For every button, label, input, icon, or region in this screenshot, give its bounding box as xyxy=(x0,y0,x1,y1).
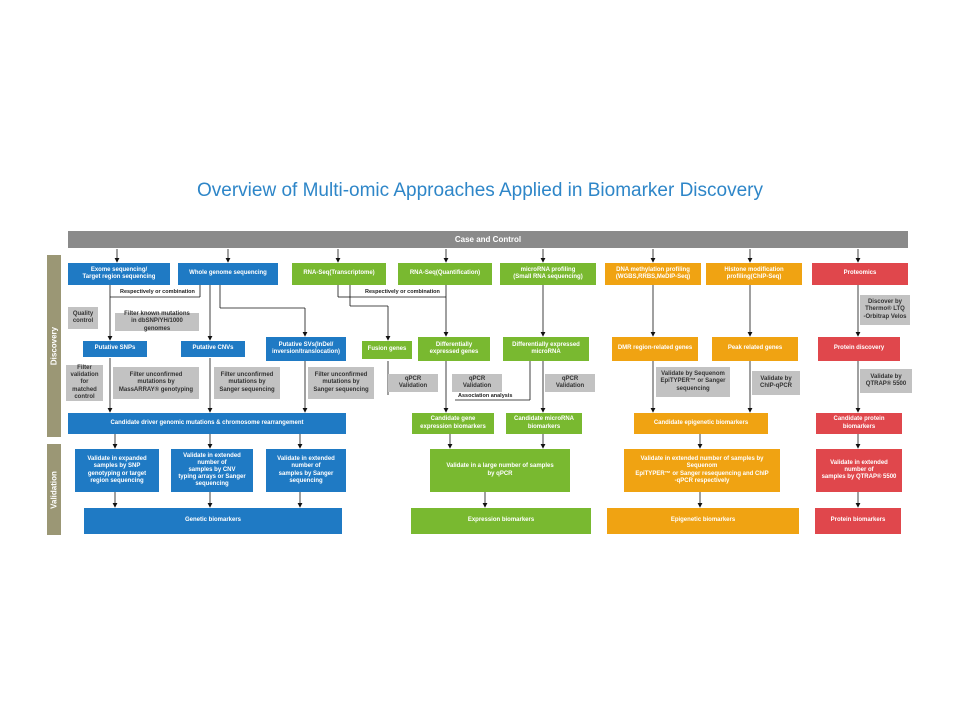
diff-expressed-mirna-box: Differentially expressed microRNA xyxy=(503,337,589,361)
putative-cnvs-box: Putative CNVs xyxy=(181,341,245,357)
qpcr-validation-box-3: qPCR Validation xyxy=(545,374,595,392)
rnaseq-quantification-box: RNA-Seq(Quantification) xyxy=(398,263,492,285)
qpcr-validation-box-2: qPCR Validation xyxy=(452,374,502,392)
candidate-gene-expression-box: Candidate gene expression biomarkers xyxy=(412,413,494,434)
note-respectively-1: Respectively or combination xyxy=(120,289,195,295)
dmr-genes-box: DMR region-related genes xyxy=(612,337,698,361)
note-association: Association analysis xyxy=(458,393,513,399)
validate-epigenetic-box: Validate in extended number of samples b… xyxy=(624,449,780,492)
diff-expressed-genes-box: Differentially expressed genes xyxy=(418,337,490,361)
candidate-microrna-box: Candidate microRNA biomarkers xyxy=(506,413,582,434)
putative-snps-box: Putative SNPs xyxy=(83,341,147,357)
quality-control-box: Quality control xyxy=(68,307,98,329)
validate-sanger-box: Validate in extended number of samples b… xyxy=(266,449,346,492)
validate-protein-box: Validate in extended number of samples b… xyxy=(816,449,902,492)
validate-snp-box: Validate in expanded samples by SNP geno… xyxy=(75,449,159,492)
histone-modification-box: Histone modification profiling(ChIP-Seq) xyxy=(706,263,802,285)
case-control-bar: Case and Control xyxy=(68,231,908,248)
expression-biomarkers-box: Expression biomarkers xyxy=(411,508,591,534)
candidate-driver-box: Candidate driver genomic mutations & chr… xyxy=(68,413,346,434)
proteomics-box: Proteomics xyxy=(812,263,908,285)
putative-svs-box: Putative SVs(InDel/ inversion/translocat… xyxy=(266,337,346,361)
filter-known-mutations-box: Filter known mutations in dbSNP/YH/1000 … xyxy=(115,311,199,332)
qpcr-validation-box-1: qPCR Validation xyxy=(388,374,438,392)
epigenetic-biomarkers-box: Epigenetic biomarkers xyxy=(607,508,799,534)
microrna-profiling-box: microRNA profiling (Small RNA sequencing… xyxy=(500,263,596,285)
candidate-epigenetic-box: Candidate epigenetic biomarkers xyxy=(634,413,768,434)
discover-thermo-box: Discover by Thermo® LTQ -Orbitrap Velos xyxy=(860,295,910,325)
peak-genes-box: Peak related genes xyxy=(712,337,798,361)
candidate-protein-box: Candidate protein biomarkers xyxy=(816,413,902,434)
protein-discovery-box: Protein discovery xyxy=(818,337,900,361)
validation-phase-label: Validation xyxy=(47,444,61,535)
validate-qtrap-box: Validate by QTRAP® 5500 xyxy=(860,369,912,393)
validate-cnv-box: Validate in extended number of samples b… xyxy=(171,449,253,492)
genetic-biomarkers-box: Genetic biomarkers xyxy=(84,508,342,534)
fusion-genes-box: Fusion genes xyxy=(362,341,412,359)
filter-massarray-box: Filter unconfirmed mutations by MassARRA… xyxy=(113,367,199,399)
validate-qpcr-box: Validate in a large number of samples by… xyxy=(430,449,570,492)
dna-methylation-box: DNA methylation profiling (WGBS,RRBS,MeD… xyxy=(605,263,701,285)
chip-qpcr-validation-box: Validate by ChIP-qPCR xyxy=(752,371,800,395)
rnaseq-transcriptome-box: RNA-Seq(Transcriptome) xyxy=(292,263,386,285)
sequenom-validation-box: Validate by Sequenom EpiTYPER™ or Sanger… xyxy=(656,367,730,397)
exome-sequencing-box: Exome sequencing/ Target region sequenci… xyxy=(68,263,170,285)
filter-sanger-box-1: Filter unconfirmed mutations by Sanger s… xyxy=(214,367,280,399)
filter-sanger-box-2: Filter unconfirmed mutations by Sanger s… xyxy=(308,367,374,399)
discovery-phase-label: Discovery xyxy=(47,255,61,437)
protein-biomarkers-box: Protein biomarkers xyxy=(815,508,901,534)
note-respectively-2: Respectively or combination xyxy=(365,289,440,295)
filter-validation-control-box: Filter validation for matched control xyxy=(66,365,103,401)
whole-genome-box: Whole genome sequencing xyxy=(178,263,278,285)
diagram-title: Overview of Multi-omic Approaches Applie… xyxy=(197,180,763,201)
